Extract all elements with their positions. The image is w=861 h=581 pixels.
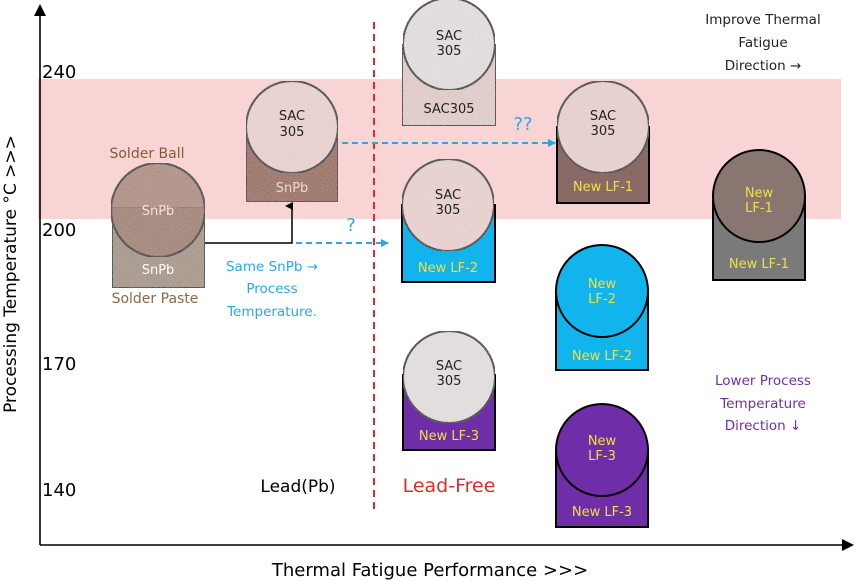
- ball-lf3: [555, 403, 649, 497]
- paste-label: New LF-2: [418, 261, 478, 276]
- same-line-1: Same SnPb →: [226, 259, 318, 275]
- ball-sac: [401, 158, 495, 252]
- lead-to-sac-arrow: [205, 202, 293, 244]
- ball-sac: [402, 330, 496, 424]
- lower-line-3: Direction ↓: [725, 418, 802, 434]
- paste-label: SAC305: [423, 102, 474, 117]
- ball-label-2: LF-2: [588, 292, 616, 307]
- y-tick-140: 140: [42, 480, 76, 501]
- x-axis-arrowhead: [842, 539, 854, 551]
- lower-line-1: Lower Process: [715, 373, 811, 389]
- ball-lf1: [712, 149, 806, 243]
- ball-sac: [556, 80, 650, 174]
- improve-line-3: Direction →: [725, 58, 802, 74]
- same-line-2: Process: [246, 281, 297, 297]
- joint-lf1-lf1: New LF-1 New LF-1: [712, 149, 806, 281]
- ball-label-1: SAC: [436, 29, 462, 44]
- ball-label-2: 305: [436, 203, 461, 218]
- ball-label-2: LF-3: [588, 449, 616, 464]
- ball-label-1: SAC: [436, 359, 462, 374]
- y-tick-170: 170: [42, 354, 76, 375]
- ball-label-2: 305: [437, 44, 462, 59]
- y-axis-arrowhead: [34, 4, 46, 16]
- y-tick-200: 200: [42, 220, 76, 241]
- joint-lf3-lf3: New LF-3 New LF-3: [555, 403, 649, 528]
- joint-sac-snpb: SAC 305 SnPb: [245, 80, 339, 203]
- solder-ball-label: Solder Ball: [109, 146, 184, 162]
- paste-label: New LF-2: [572, 349, 632, 364]
- improve-thermal-note: Improve Thermal Fatigue Direction →: [705, 12, 820, 74]
- ball-sac: [402, 0, 496, 91]
- ball-label-1: New: [588, 434, 617, 449]
- ball-label-1: SAC: [435, 188, 461, 203]
- question-mark: ?: [346, 215, 356, 236]
- ball-label-1: New: [588, 277, 617, 292]
- joint-sac-lf2: SAC 305 New LF-2: [401, 158, 496, 283]
- improve-line-2: Fatigue: [738, 35, 787, 51]
- ball-label-1: SAC: [590, 109, 616, 124]
- ball-lf2: [555, 244, 649, 338]
- paste-label: SnPb: [276, 181, 309, 196]
- same-line-3: Temperature.: [226, 304, 317, 320]
- joint-sac-lf3: SAC 305 New LF-3: [402, 330, 496, 451]
- ball-label-2: 305: [280, 125, 305, 140]
- ball-sac: [245, 80, 339, 174]
- paste-label: New LF-3: [419, 429, 479, 444]
- double-question-mark: ??: [513, 114, 532, 135]
- ball-label-1: SAC: [279, 109, 305, 124]
- lead-free-region-label: Lead-Free: [403, 475, 496, 497]
- y-tick-240: 240: [42, 62, 76, 83]
- solder-paste-label: Solder Paste: [112, 291, 199, 307]
- ball-label-2: 305: [437, 374, 462, 389]
- ball-label-2: 305: [591, 124, 616, 139]
- y-axis-label: Processing Temperature °C >>>: [1, 135, 21, 413]
- improve-line-1: Improve Thermal: [705, 12, 820, 28]
- joint-lf2-lf2: New LF-2 New LF-2: [555, 244, 649, 371]
- lower-line-2: Temperature: [719, 396, 806, 412]
- lead-region-label: Lead(Pb): [260, 477, 335, 497]
- ball-label-1: New: [745, 186, 774, 201]
- lower-temp-note: Lower Process Temperature Direction ↓: [715, 373, 811, 434]
- paste-label: New LF-1: [573, 180, 633, 195]
- ball-snpb: [110, 162, 206, 258]
- paste-label: SnPb: [142, 263, 175, 278]
- x-axis-label: Thermal Fatigue Performance >>>: [271, 560, 588, 581]
- paste-label: New LF-3: [572, 505, 632, 520]
- ball-label: SnPb: [142, 204, 175, 219]
- joint-sac-sac: SAC 305 SAC305: [401, 0, 497, 127]
- joint-sac-lf1: SAC 305 New LF-1: [556, 80, 650, 204]
- paste-label: New LF-1: [729, 257, 789, 272]
- ball-label-2: LF-1: [745, 201, 773, 216]
- same-snpb-note: Same SnPb → Process Temperature.: [226, 259, 318, 320]
- joint-snpb-snpb: SnPb SnPb: [110, 162, 206, 289]
